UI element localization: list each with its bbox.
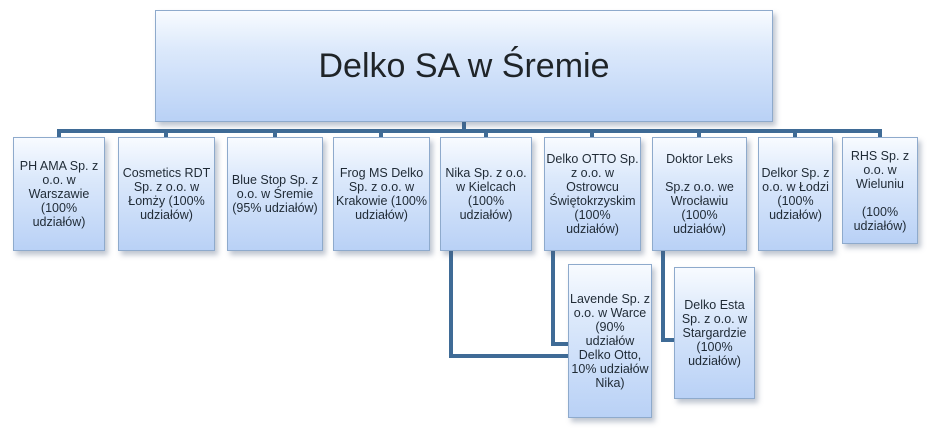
subsidiary-box-blue-stop: Blue Stop Sp. z o.o. w Śremie (95% udzia… bbox=[227, 137, 323, 251]
parent-company-label: Delko SA w Śremie bbox=[318, 47, 610, 85]
subsidiary-label: Frog MS Delko Sp. z o.o. w Krakowie (100… bbox=[335, 166, 427, 222]
subsidiary-box-lavende: Lavende Sp. z o.o. w Warce (90% udziałów… bbox=[568, 264, 652, 418]
subsidiary-box-delko-otto: Delko OTTO Sp. z o.o. w Ostrowcu Świętok… bbox=[544, 137, 641, 251]
subsidiary-label: Blue Stop Sp. z o.o. w Śremie (95% udzia… bbox=[231, 173, 319, 215]
connector-otto-lavende bbox=[551, 249, 570, 346]
subsidiary-label: Nika Sp. z o.o. w Kielcach (100% udziałó… bbox=[445, 166, 527, 222]
parent-company-box: Delko SA w Śremie bbox=[155, 10, 773, 122]
subsidiary-box-cosmetics-rdt: Cosmetics RDT Sp. z o.o. w Łomży (100% u… bbox=[118, 137, 215, 251]
subsidiary-box-ph-ama: PH AMA Sp. z o.o. w Warszawie (100% udzi… bbox=[13, 137, 105, 251]
subsidiary-box-doktor-leks: Doktor Leks Sp.z o.o. we Wrocławiu (100%… bbox=[652, 137, 747, 251]
subsidiary-label: PH AMA Sp. z o.o. w Warszawie (100% udzi… bbox=[19, 159, 99, 229]
subsidiary-label: Doktor Leks Sp.z o.o. we Wrocławiu (100%… bbox=[665, 152, 734, 236]
subsidiary-label: Lavende Sp. z o.o. w Warce (90% udziałów… bbox=[570, 292, 650, 390]
subsidiary-box-rhs: RHS Sp. z o.o. w Wieluniu (100% udziałów… bbox=[842, 137, 918, 244]
subsidiary-box-delkor: Delkor Sp. z o.o. w Łodzi (100% udziałów… bbox=[758, 137, 833, 251]
subsidiary-label: Delko Esta Sp. z o.o. w Stargardzie (100… bbox=[681, 298, 748, 368]
subsidiary-box-nika: Nika Sp. z o.o. w Kielcach (100% udziałó… bbox=[440, 137, 532, 251]
connector-leks-esta bbox=[661, 249, 676, 342]
subsidiary-label: Delko OTTO Sp. z o.o. w Ostrowcu Świętok… bbox=[546, 152, 639, 236]
subsidiary-label: Delkor Sp. z o.o. w Łodzi (100% udziałów… bbox=[761, 166, 830, 222]
connector-nika-lavende bbox=[449, 249, 570, 358]
subsidiary-box-delko-esta: Delko Esta Sp. z o.o. w Stargardzie (100… bbox=[674, 267, 755, 399]
subsidiary-label: RHS Sp. z o.o. w Wieluniu (100% udziałów… bbox=[850, 148, 910, 233]
subsidiary-label: Cosmetics RDT Sp. z o.o. w Łomży (100% u… bbox=[122, 166, 211, 222]
subsidiary-box-frog-ms: Frog MS Delko Sp. z o.o. w Krakowie (100… bbox=[333, 137, 430, 251]
